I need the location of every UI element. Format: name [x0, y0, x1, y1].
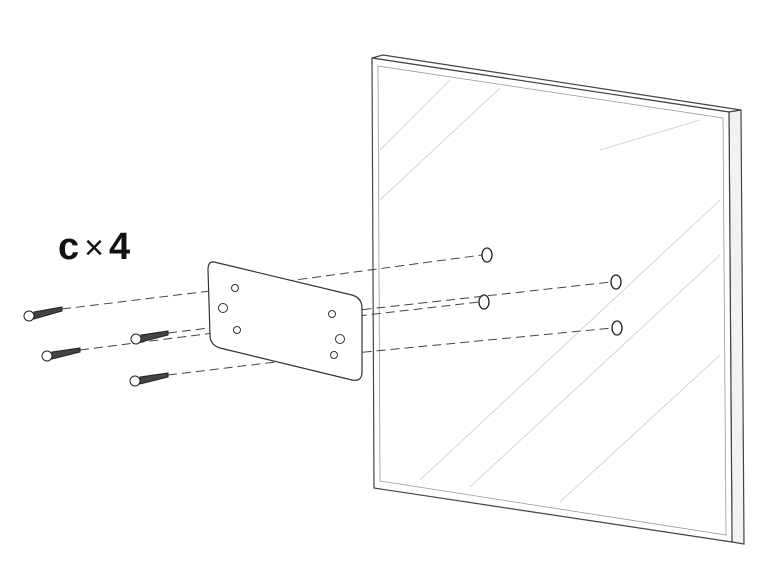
screw [130, 330, 169, 345]
screws [23, 306, 169, 387]
panel-inner-border [377, 65, 727, 536]
screw [23, 306, 63, 322]
screw [41, 347, 81, 362]
mounting-plate [207, 261, 363, 381]
glass-panel [371, 54, 745, 545]
glass-reflections [379, 79, 721, 503]
quantity-callout: c×4 [58, 226, 131, 269]
times-sign: × [84, 229, 105, 267]
quantity: 4 [109, 226, 132, 268]
part-letter: c [58, 226, 81, 268]
screw [129, 372, 169, 387]
panel-front-face [371, 57, 733, 543]
